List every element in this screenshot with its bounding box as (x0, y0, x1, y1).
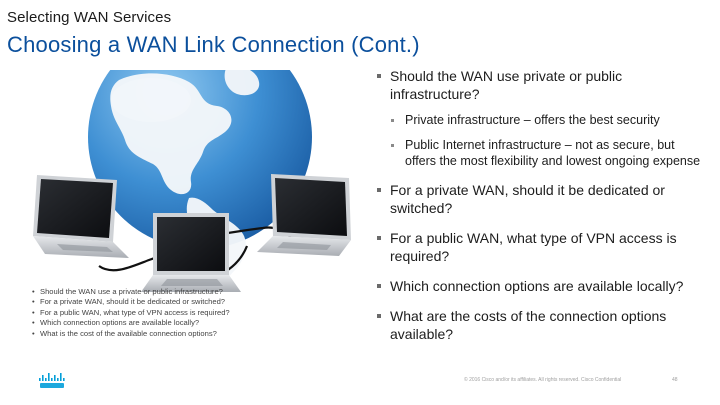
bullet-text: Should the WAN use private or public inf… (390, 68, 623, 102)
cisco-logo (38, 372, 66, 395)
laptop-center-icon (141, 213, 241, 292)
bullet-item: What are the costs of the connection opt… (376, 307, 706, 343)
sub-bullet-list: Private infrastructure – offers the best… (390, 112, 706, 169)
globe-illustration (33, 70, 351, 294)
figure-caption-item: For a public WAN, what type of VPN acces… (32, 308, 362, 319)
sub-bullet-item: Public Internet infrastructure – not as … (390, 137, 706, 169)
figure-caption-item: What is the cost of the available connec… (32, 329, 362, 340)
figure-caption-item: Which connection options are available l… (32, 318, 362, 329)
sub-bullet-item: Private infrastructure – offers the best… (390, 112, 706, 128)
figure-caption-item: Should the WAN use a private or public i… (32, 287, 362, 298)
bullet-item: For a public WAN, what type of VPN acces… (376, 229, 706, 265)
slide-supertitle: Selecting WAN Services (7, 9, 172, 26)
footer-copyright: © 2016 Cisco and/or its affiliates. All … (464, 377, 622, 383)
bullet-item: Which connection options are available l… (376, 277, 706, 295)
page-number: 48 (672, 377, 678, 383)
main-bullet-list: Should the WAN use private or public inf… (376, 67, 706, 355)
figure-caption-list: Should the WAN use a private or public i… (32, 287, 362, 339)
laptop-left-icon (33, 175, 129, 258)
slide-title: Choosing a WAN Link Connection (Cont.) (7, 32, 420, 57)
cisco-logo-icon (39, 373, 65, 388)
bullet-item: Should the WAN use private or public inf… (376, 67, 706, 169)
bullet-item: For a private WAN, should it be dedicate… (376, 181, 706, 217)
laptop-right-icon (257, 174, 351, 256)
figure-caption-item: For a private WAN, should it be dedicate… (32, 297, 362, 308)
